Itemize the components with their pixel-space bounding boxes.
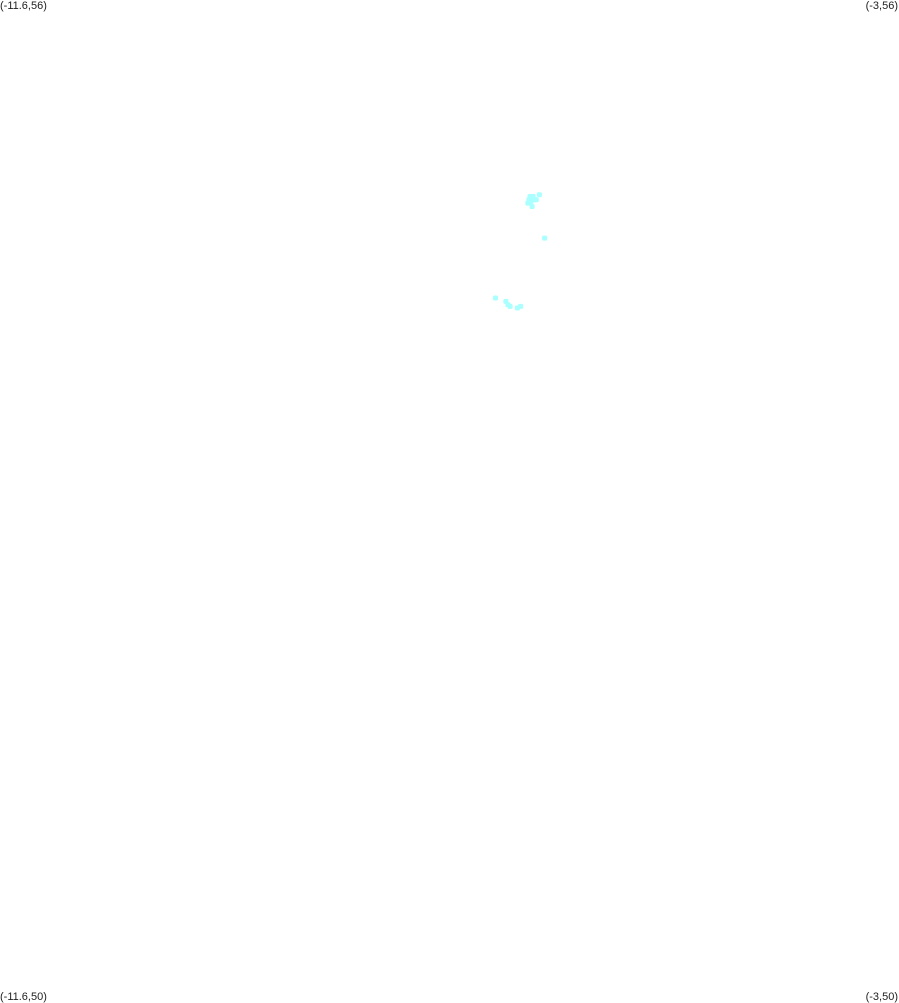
map-feature-point	[542, 235, 548, 241]
map-feature-point	[526, 197, 532, 203]
map-feature-point	[493, 295, 498, 301]
map-feature-point	[507, 303, 513, 309]
corner-label-top-left: (-11.6,56)	[0, 0, 47, 12]
map-feature-point	[536, 192, 542, 198]
map-feature-point	[533, 197, 539, 203]
map-feature-point	[529, 204, 535, 209]
corner-label-top-right: (-3,56)	[865, 0, 898, 12]
map-feature-point	[518, 303, 524, 309]
